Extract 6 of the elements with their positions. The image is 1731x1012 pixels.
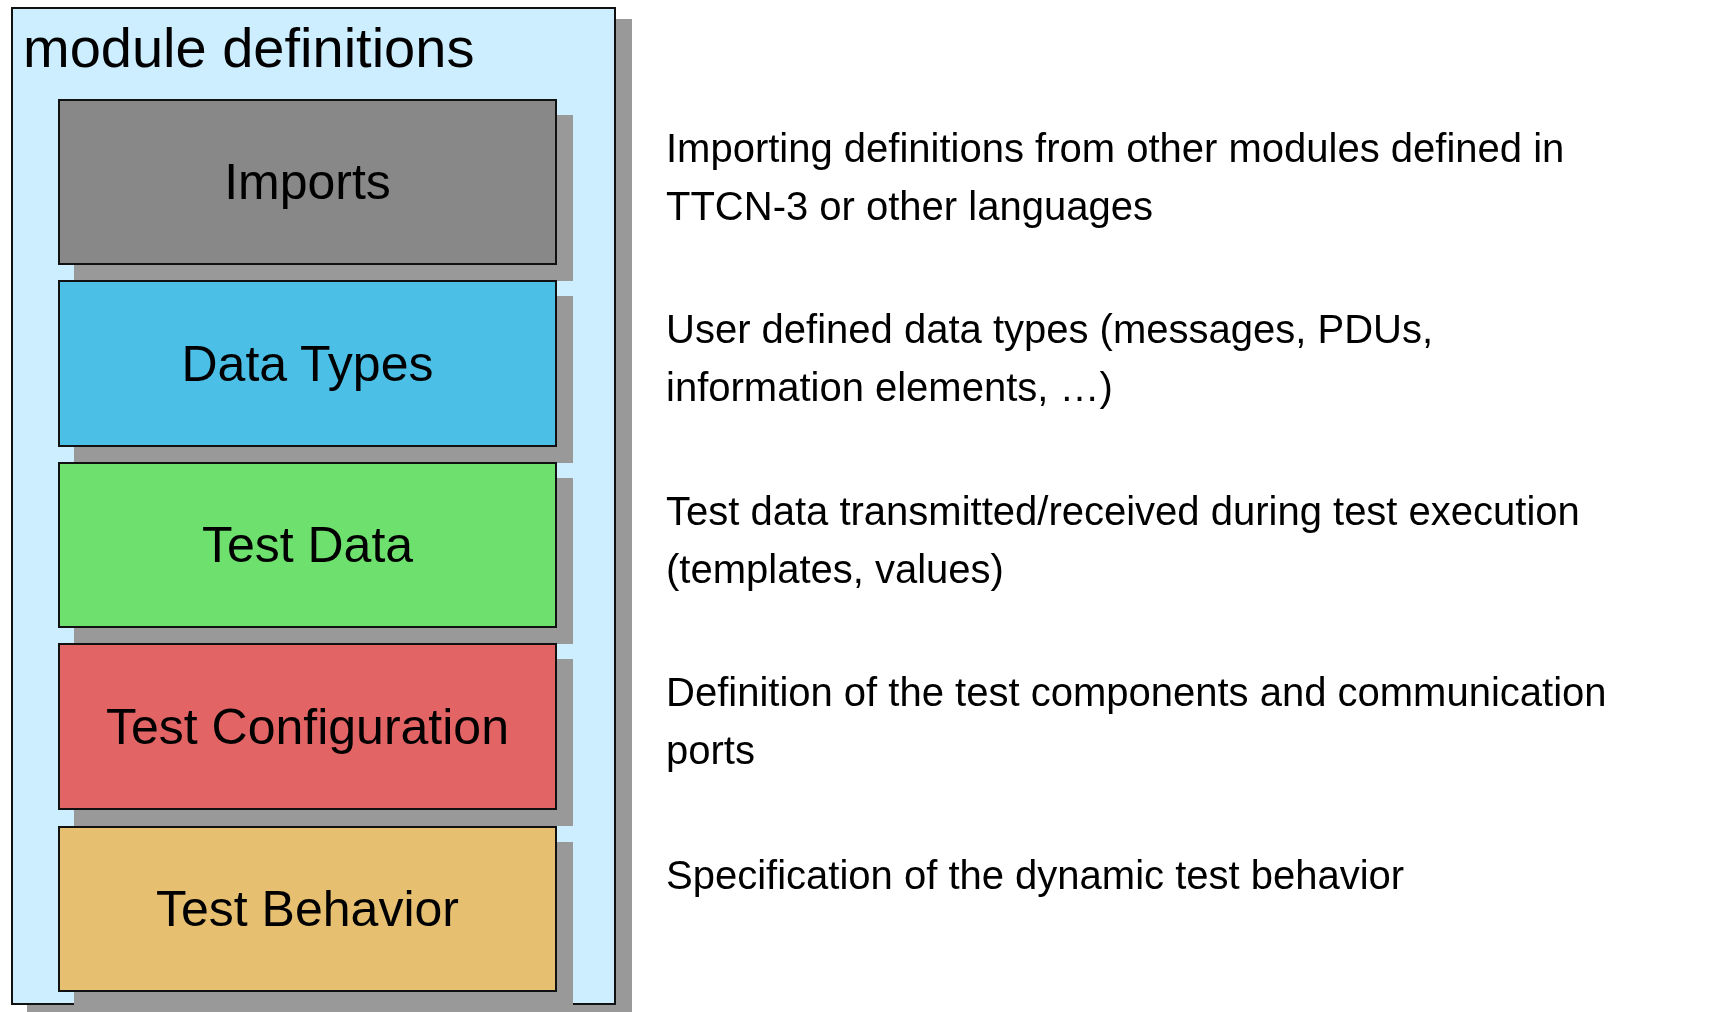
description-text: Test data transmitted/received during test execution (templates, values) <box>666 488 1581 593</box>
description-text: Definition of the test components and communication ports <box>666 669 1608 774</box>
description-text: Importing definitions from other modules defined in TTCN-3 or other languages <box>666 125 1566 230</box>
description-text: User defined data types (messages, PDUs, information elements, …) <box>666 306 1434 411</box>
description-text: Specification of the dynamic test behavior <box>666 852 1406 899</box>
container-title: module definitions <box>23 15 475 80</box>
